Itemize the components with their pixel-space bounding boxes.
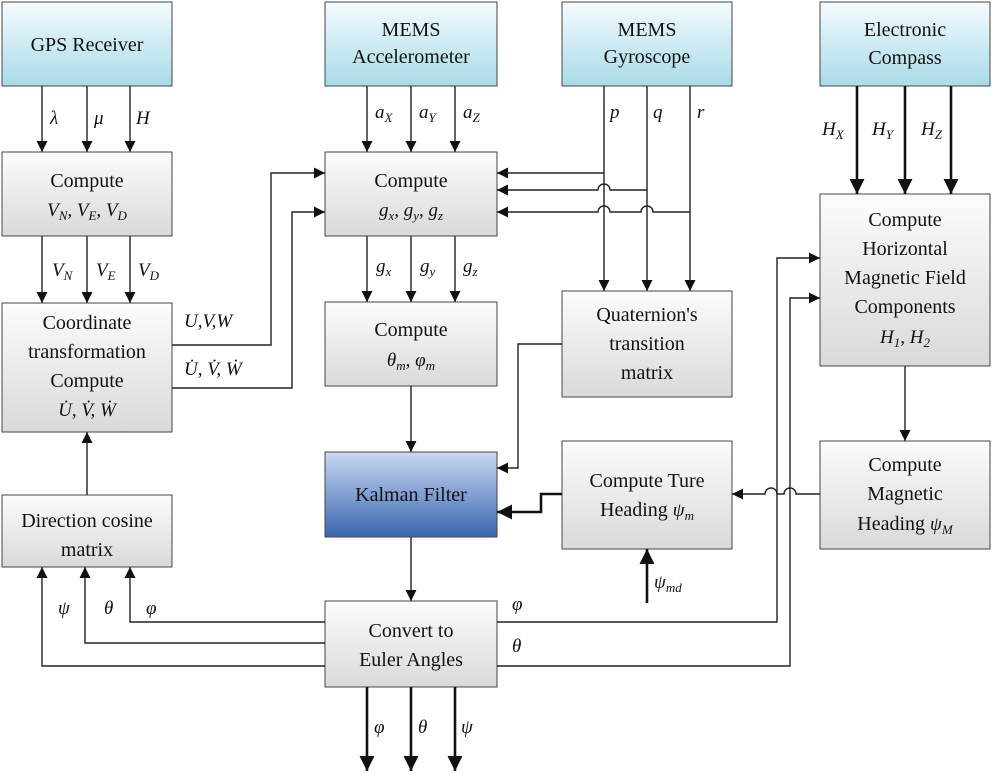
compute-gravity-box: Compute gx, gy, gz bbox=[324, 151, 498, 237]
signal-ve: VE bbox=[96, 260, 116, 283]
compute-attitude-box: Compute θm, φm bbox=[324, 301, 498, 387]
true-heading-word: Heading bbox=[600, 499, 673, 521]
signal-hx: HX bbox=[821, 119, 845, 142]
horiz-label-2: Horizontal bbox=[862, 238, 948, 260]
direction-cosine-box: Direction cosine matrix bbox=[1, 494, 173, 568]
coord-label-3: Compute bbox=[50, 370, 123, 392]
mag-heading-symbol: ψM bbox=[930, 514, 954, 537]
signal-ay: aY bbox=[419, 102, 438, 125]
mems-accelerometer-box: MEMS Accelerometer bbox=[324, 1, 498, 87]
signal-gx: gx bbox=[376, 256, 392, 279]
euler-theta-to-horiz-line bbox=[497, 292, 820, 667]
gyro-to-g-line-3 bbox=[497, 205, 690, 218]
compute-velocity-box: Compute VN, VE, VD bbox=[1, 151, 173, 237]
mems-gyroscope-box: MEMS Gyroscope bbox=[561, 1, 733, 87]
signal-uvw: U,V,W bbox=[184, 311, 234, 332]
coord-label-4: U̇, V̇, Ẇ bbox=[58, 399, 118, 421]
signal-az: aZ bbox=[463, 102, 481, 125]
quaternion-label-1: Quaternion's bbox=[596, 304, 698, 326]
signal-p: p bbox=[608, 102, 620, 123]
dcm-label-2: matrix bbox=[61, 539, 113, 561]
signal-gy: gy bbox=[420, 256, 436, 279]
mag-heading-label-3: Heading ψM bbox=[857, 513, 954, 537]
quaternion-matrix-box: Quaternion's transition matrix bbox=[561, 290, 733, 398]
euler-label-1: Convert to bbox=[369, 620, 454, 642]
euler-theta-to-dcm-line bbox=[79, 567, 325, 644]
signal-vn: VN bbox=[52, 260, 74, 283]
gyroscope-label-1: MEMS bbox=[618, 19, 677, 41]
signal-dcm-phi: φ bbox=[146, 598, 157, 619]
true-heading-label-2: Heading ψm bbox=[600, 499, 694, 523]
signal-gz: gz bbox=[463, 256, 478, 279]
compute-attitude-vars: θm, φm bbox=[387, 350, 435, 373]
compute-true-heading-box: Compute Ture Heading ψm bbox=[561, 440, 733, 550]
mag-heading-label-2: Magnetic bbox=[867, 483, 943, 505]
gps-signal-lambda: λ bbox=[49, 108, 58, 129]
signal-euler-phi: φ bbox=[512, 594, 523, 615]
signal-vd: VD bbox=[138, 260, 160, 283]
compute-velocity-vars: VN, VE, VD bbox=[47, 200, 127, 223]
signal-out-theta: θ bbox=[418, 717, 427, 738]
gps-signal-h: H bbox=[135, 108, 151, 129]
quaternion-label-2: transition bbox=[609, 333, 685, 355]
gps-receiver-label: GPS Receiver bbox=[31, 34, 144, 56]
horiz-label-5: H1, H2 bbox=[879, 327, 930, 350]
signal-r: r bbox=[697, 102, 705, 123]
uvw-dot-line bbox=[172, 206, 325, 389]
signal-out-phi: φ bbox=[374, 717, 385, 738]
kalman-filter-box: Kalman Filter bbox=[324, 451, 498, 538]
accelerometer-label-2: Accelerometer bbox=[352, 46, 470, 68]
coord-label-1: Coordinate bbox=[43, 312, 132, 334]
signal-dcm-psi: ψ bbox=[58, 598, 71, 619]
mag-heading-label-1: Compute bbox=[868, 454, 941, 476]
signal-hz: HZ bbox=[920, 119, 943, 142]
mag-heading-word: Heading bbox=[857, 513, 930, 535]
signal-q: q bbox=[653, 102, 663, 123]
horizontal-magnetic-box: Compute Horizontal Magnetic Field Compon… bbox=[819, 193, 991, 367]
compute-attitude-title: Compute bbox=[374, 319, 447, 341]
compass-label-2: Compass bbox=[868, 47, 942, 69]
horiz-label-4: Components bbox=[854, 296, 955, 318]
horiz-label-1: Compute bbox=[868, 209, 941, 231]
gyroscope-label-2: Gyroscope bbox=[604, 46, 691, 68]
signal-dcm-theta: θ bbox=[104, 598, 113, 619]
signal-uvw-dot: U̇, V̇, Ẇ bbox=[184, 358, 244, 380]
compass-label-1: Electronic bbox=[864, 19, 946, 41]
euler-label-2: Euler Angles bbox=[359, 649, 463, 671]
dcm-label-1: Direction cosine bbox=[21, 510, 153, 532]
kalman-filter-label: Kalman Filter bbox=[355, 484, 467, 506]
coord-label-2: transformation bbox=[28, 341, 146, 363]
euler-phi-to-horiz-line bbox=[497, 252, 820, 623]
signal-psi-md: ψmd bbox=[654, 572, 682, 595]
quaternion-label-3: matrix bbox=[621, 362, 673, 384]
true-heading-label-1: Compute Ture bbox=[589, 470, 704, 492]
horiz-label-3: Magnetic Field bbox=[844, 267, 966, 289]
uvw-line bbox=[172, 167, 325, 346]
gps-signal-mu: μ bbox=[93, 108, 104, 129]
compute-gravity-vars: gx, gy, gz bbox=[379, 200, 443, 223]
quaternion-to-kalman-line bbox=[497, 343, 562, 474]
compute-velocity-title: Compute bbox=[50, 170, 123, 192]
gyro-to-g-line-2 bbox=[497, 183, 647, 196]
signal-hy: HY bbox=[871, 119, 895, 142]
mag-to-true-line bbox=[732, 487, 820, 500]
coordinate-transformation-box: Coordinate transformation Compute U̇, V̇… bbox=[1, 302, 173, 433]
compute-gravity-title: Compute bbox=[374, 170, 447, 192]
signal-euler-theta: θ bbox=[512, 636, 521, 657]
compute-magnetic-heading-box: Compute Magnetic Heading ψM bbox=[819, 440, 991, 550]
signal-ax: aX bbox=[375, 102, 394, 125]
signal-out-psi: ψ bbox=[461, 717, 474, 738]
electronic-compass-box: Electronic Compass bbox=[819, 1, 991, 87]
true-heading-symbol: ψm bbox=[673, 500, 694, 523]
accelerometer-label-1: MEMS bbox=[382, 19, 441, 41]
true-to-kalman-line bbox=[497, 492, 562, 520]
gps-receiver-box: GPS Receiver bbox=[1, 1, 173, 87]
euler-psi-to-dcm-line bbox=[36, 567, 325, 667]
euler-phi-to-dcm-line bbox=[124, 567, 325, 623]
euler-angles-box: Convert to Euler Angles bbox=[324, 600, 498, 688]
